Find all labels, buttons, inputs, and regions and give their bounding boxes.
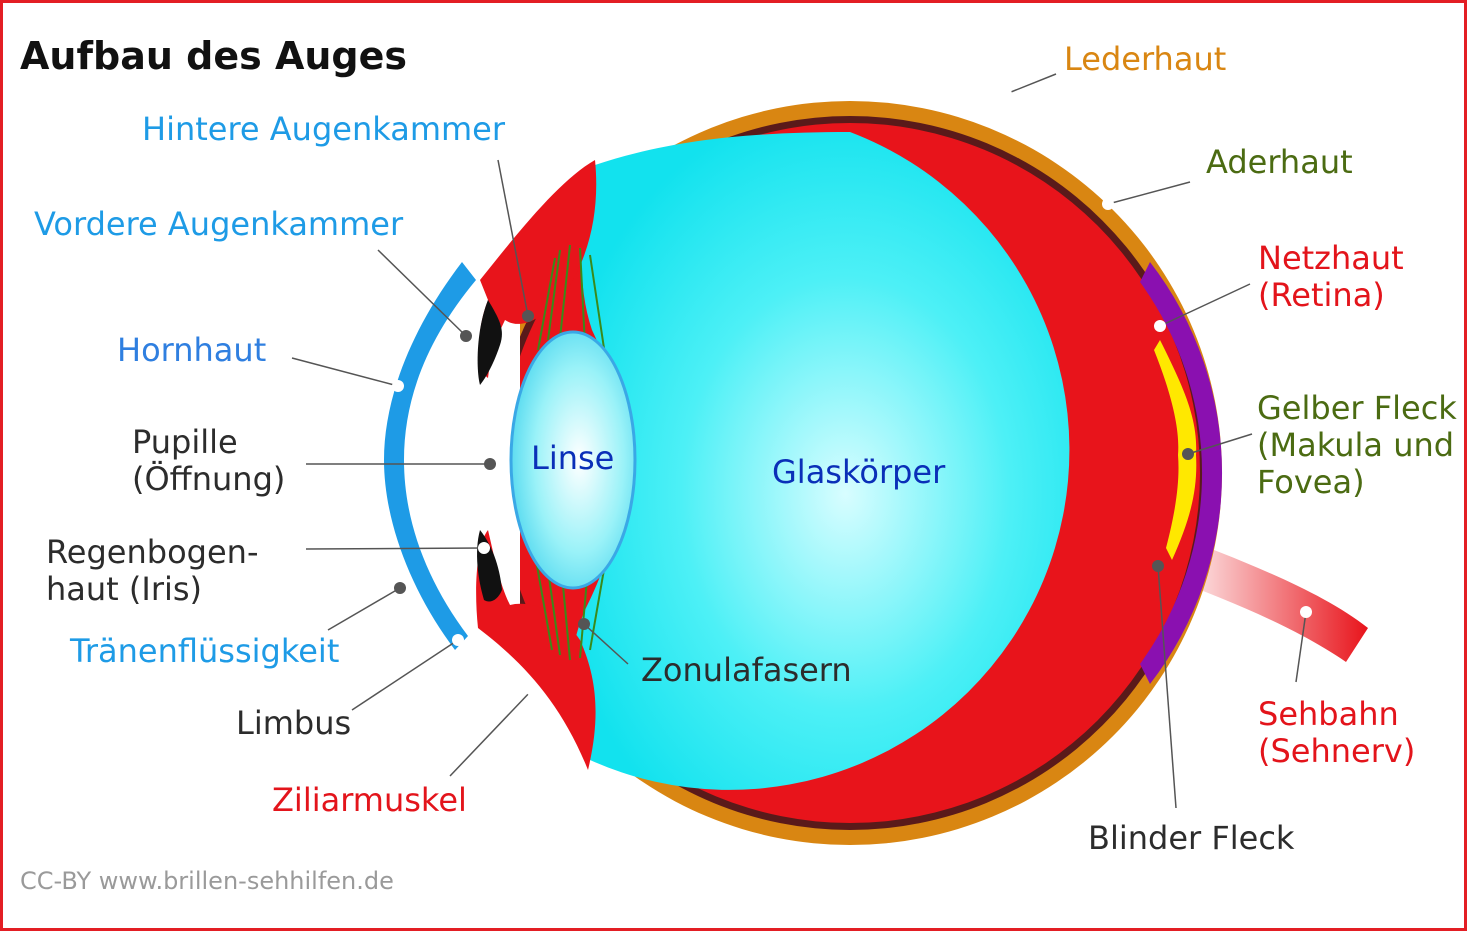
label-lederhaut: Lederhaut (1064, 40, 1227, 78)
zonular-fibers (535, 244, 607, 661)
label-glaskoerper: Glaskörper (772, 453, 946, 491)
label-gelber-line2: (Makula und (1257, 426, 1455, 464)
label-sehbahn-line2: (Sehnerv) (1258, 732, 1416, 770)
leader-lines (291, 73, 1307, 809)
label-sehbahn: Sehbahn (Sehnerv) (1258, 696, 1415, 770)
label-netzhaut-line1: Netzhaut (1258, 239, 1404, 277)
lens-shape (509, 330, 637, 590)
optic-nerve (1168, 532, 1368, 662)
ciliary-upper-shape (479, 160, 597, 378)
callout-dots (392, 88, 1312, 696)
label-regenbogen-line1: Regenbogen- (46, 533, 259, 571)
label-hornhaut: Hornhaut (117, 331, 267, 369)
label-netzhaut-line2: (Retina) (1258, 276, 1385, 314)
label-vordere-augenkammer: Vordere Augenkammer (34, 205, 404, 243)
label-pupille: Pupille (Öffnung) (132, 424, 285, 498)
label-pupille-line2: (Öffnung) (132, 460, 286, 498)
label-hintere-augenkammer: Hintere Augenkammer (142, 110, 505, 148)
label-gelber-line3: Fovea) (1257, 463, 1365, 501)
ciliary-lower-shape (476, 530, 596, 770)
label-limbus: Limbus (236, 704, 352, 742)
label-aderhaut: Aderhaut (1206, 143, 1353, 181)
cornea-shape (384, 262, 476, 650)
label-ziliarmuskel: Ziliarmuskel (272, 781, 467, 819)
label-regenbogenhaut: Regenbogen- haut (Iris) (46, 534, 258, 608)
label-gelber-fleck: Gelber Fleck (Makula und Fovea) (1257, 390, 1457, 501)
label-netzhaut: Netzhaut (Retina) (1258, 240, 1404, 314)
iris-upper-shape (477, 300, 502, 385)
vitreous-shape (571, 132, 1070, 790)
label-sehbahn-line1: Sehbahn (1258, 695, 1399, 733)
label-pupille-line1: Pupille (132, 423, 238, 461)
retina-back-shape (1140, 262, 1223, 684)
label-linse: Linse (531, 439, 615, 477)
label-blinder-fleck: Blinder Fleck (1088, 819, 1295, 857)
credit-text: CC-BY www.brillen-sehhilfen.de (20, 867, 394, 895)
label-gelber-line1: Gelber Fleck (1257, 389, 1457, 427)
label-traenenfluessigkeit: Tränenflüssigkeit (70, 632, 340, 670)
label-zonulafasern: Zonulafasern (641, 651, 852, 689)
label-regenbogen-line2: haut (Iris) (46, 570, 203, 608)
macula-shape (1154, 340, 1197, 560)
diagram-title: Aufbau des Auges (20, 34, 407, 78)
